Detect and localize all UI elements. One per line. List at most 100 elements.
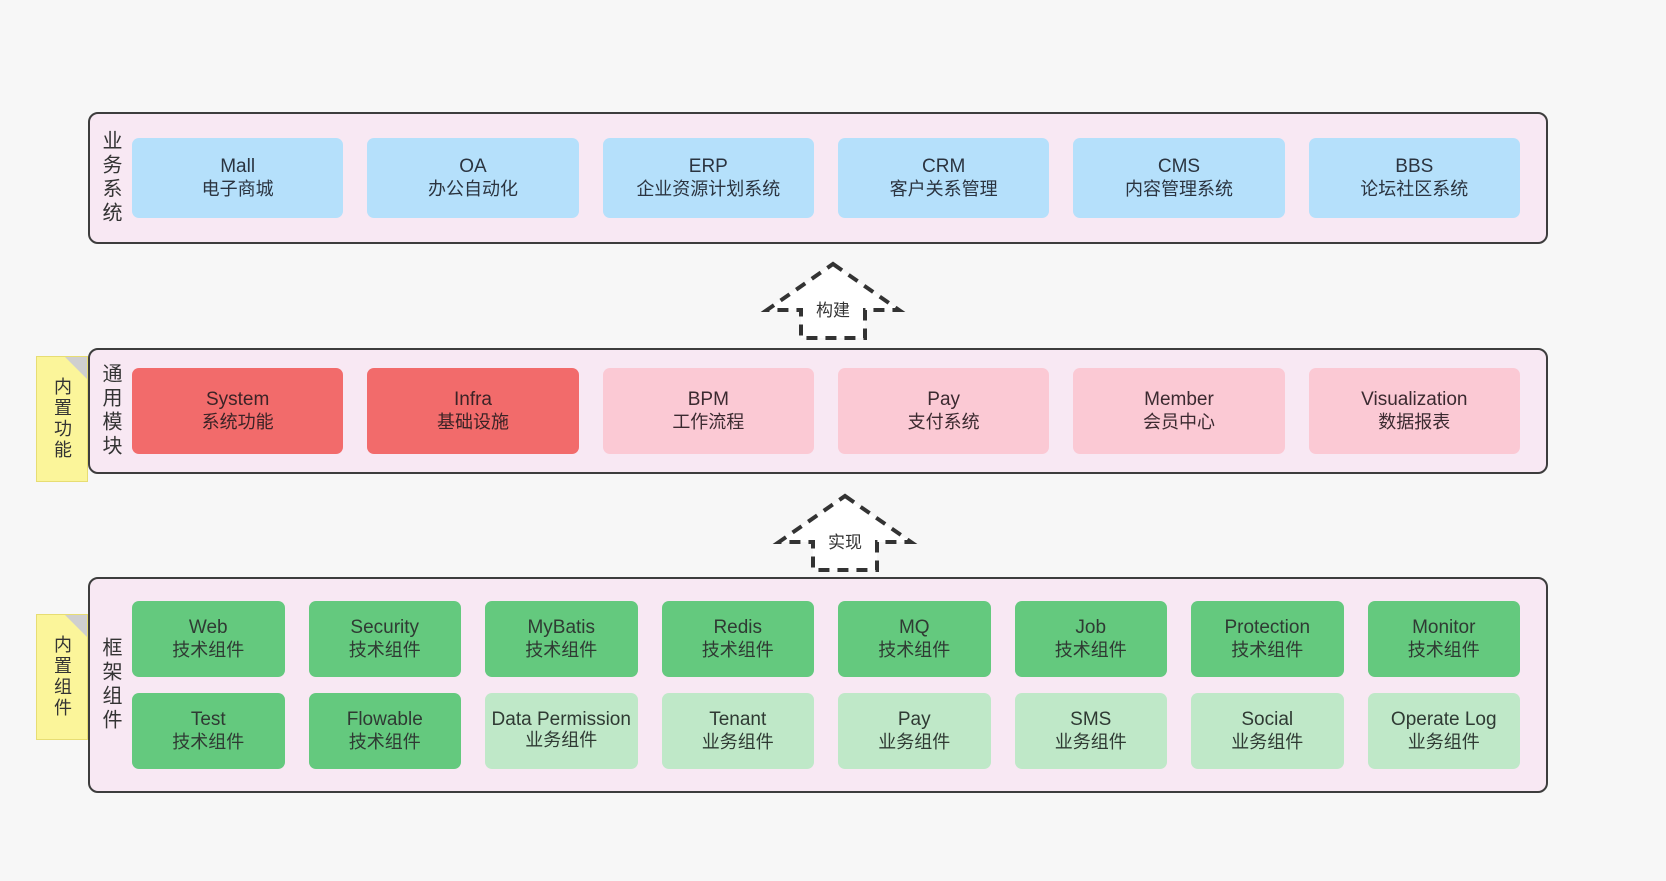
card-title-en: System [205, 389, 270, 411]
layer-title-common-module: 通用模块 [99, 363, 121, 459]
card-title-cn: 技术组件 [348, 639, 421, 660]
card-title-cn: 技术组件 [172, 731, 245, 752]
card-title-cn: 电子商城 [201, 178, 274, 199]
card-grid-framework: Web 技术组件 Security 技术组件 MyBatis 技术组件 Redi… [132, 601, 1546, 769]
card-title-cn: 技术组件 [525, 639, 598, 660]
card-title-cn: 技术组件 [1407, 639, 1480, 660]
card-title-cn: 技术组件 [348, 731, 421, 752]
folded-corner-icon [65, 357, 87, 379]
layer-business-system: 业务系统 Mall 电子商城 OA 办公自动化 ERP 企业资源计划系统 CRM [88, 112, 1548, 244]
card-title-en: Pay [927, 389, 961, 411]
card-operate-log[interactable]: Operate Log 业务组件 [1367, 693, 1520, 769]
card-title-en: BBS [1395, 156, 1434, 178]
card-title-en: CRM [922, 156, 966, 178]
card-cms[interactable]: CMS 内容管理系统 [1073, 138, 1285, 218]
layer-body-common-module: System 系统功能 Infra 基础设施 BPM 工作流程 Pay 支付系统… [128, 350, 1546, 472]
arrow-implement-label: 实现 [828, 533, 862, 552]
folded-corner-icon [65, 615, 87, 637]
card-title-en: Flowable [346, 709, 423, 731]
card-title-cn: 工作流程 [672, 411, 745, 432]
layer-body-business-system: Mall 电子商城 OA 办公自动化 ERP 企业资源计划系统 CRM 客户关系… [128, 114, 1546, 242]
card-redis[interactable]: Redis 技术组件 [661, 601, 814, 677]
card-sms[interactable]: SMS 业务组件 [1014, 693, 1167, 769]
card-title-en: BPM [687, 389, 729, 411]
card-title-en: CMS [1157, 156, 1201, 178]
card-test[interactable]: Test 技术组件 [132, 693, 285, 769]
card-title-cn: 论坛社区系统 [1360, 178, 1469, 199]
layer-title-framework-component: 框架组件 [99, 637, 121, 733]
layer-framework-component: 框架组件 Web 技术组件 Security 技术组件 MyBatis 技术组件 [88, 577, 1548, 793]
arrow-build-icon [760, 261, 906, 340]
card-title-cn: 办公自动化 [427, 178, 518, 199]
card-job[interactable]: Job 技术组件 [1014, 601, 1167, 677]
card-title-en: Operate Log [1390, 709, 1497, 731]
card-title-cn: 会员中心 [1142, 411, 1215, 432]
card-row-common: System 系统功能 Infra 基础设施 BPM 工作流程 Pay 支付系统… [132, 368, 1546, 454]
card-tenant[interactable]: Tenant 业务组件 [661, 693, 814, 769]
card-title-cn: 技术组件 [172, 639, 245, 660]
arrow-build-label: 构建 [816, 301, 850, 320]
card-bpm[interactable]: BPM 工作流程 [602, 368, 814, 454]
card-title-cn: 业务组件 [1231, 731, 1304, 752]
card-title-cn: 技术组件 [878, 639, 951, 660]
arrow-implement: 实现 [770, 490, 920, 576]
card-title-cn: 技术组件 [701, 639, 774, 660]
card-title-cn: 业务组件 [525, 730, 598, 751]
card-oa[interactable]: OA 办公自动化 [367, 138, 579, 218]
card-title-cn: 客户关系管理 [889, 178, 998, 199]
card-title-cn: 技术组件 [1054, 639, 1127, 660]
card-title-en: MQ [898, 617, 930, 639]
card-title-en: Test [190, 709, 226, 731]
card-crm[interactable]: CRM 客户关系管理 [837, 138, 1050, 218]
card-title-cn: 数据报表 [1378, 411, 1451, 432]
card-title-en: Social [1241, 709, 1294, 731]
card-title-en: SMS [1070, 709, 1112, 731]
card-title-en: MyBatis [527, 617, 596, 639]
card-title-cn: 企业资源计划系统 [636, 178, 781, 199]
card-title-cn: 业务组件 [878, 731, 951, 752]
card-row-tech: Web 技术组件 Security 技术组件 MyBatis 技术组件 Redi… [132, 601, 1520, 677]
card-title-en: Tenant [709, 709, 767, 731]
card-web[interactable]: Web 技术组件 [132, 601, 285, 677]
card-data-permission[interactable]: Data Permission 业务组件 [485, 693, 638, 769]
card-member[interactable]: Member 会员中心 [1073, 368, 1285, 454]
card-title-en: Visualization [1361, 389, 1468, 411]
card-title-cn: 支付系统 [907, 411, 980, 432]
card-title-en: Job [1075, 617, 1107, 639]
card-infra[interactable]: Infra 基础设施 [367, 368, 579, 454]
card-title-en: Mall [220, 156, 256, 178]
card-title-en: OA [459, 156, 487, 178]
card-title-en: Redis [713, 617, 763, 639]
card-system[interactable]: System 系统功能 [132, 368, 344, 454]
layer-body-framework-component: Web 技术组件 Security 技术组件 MyBatis 技术组件 Redi… [128, 579, 1546, 791]
card-row-business-component: Test 技术组件 Flowable 技术组件 Data Permission … [132, 693, 1520, 769]
card-protection[interactable]: Protection 技术组件 [1191, 601, 1344, 677]
card-title-en: Security [350, 617, 420, 639]
card-pay-component[interactable]: Pay 业务组件 [838, 693, 991, 769]
card-title-cn: 内容管理系统 [1124, 178, 1233, 199]
card-title-cn: 业务组件 [701, 731, 774, 752]
card-security[interactable]: Security 技术组件 [308, 601, 461, 677]
card-mq[interactable]: MQ 技术组件 [838, 601, 991, 677]
card-social[interactable]: Social 业务组件 [1191, 693, 1344, 769]
card-title-en: Pay [897, 709, 931, 731]
card-title-cn: 基础设施 [436, 411, 509, 432]
sticky-note-builtin-feature: 内置功能 [36, 356, 88, 482]
card-pay[interactable]: Pay 支付系统 [837, 368, 1050, 454]
arrow-build: 构建 [758, 258, 908, 344]
card-mall[interactable]: Mall 电子商城 [132, 138, 344, 218]
sticky-note-label: 内置功能 [52, 377, 72, 461]
card-bbs[interactable]: BBS 论坛社区系统 [1308, 138, 1520, 218]
card-visualization[interactable]: Visualization 数据报表 [1308, 368, 1520, 454]
card-title-en: Data Permission [491, 708, 631, 730]
card-flowable[interactable]: Flowable 技术组件 [308, 693, 461, 769]
card-title-cn: 业务组件 [1054, 731, 1127, 752]
sticky-note-label: 内置组件 [52, 635, 72, 719]
card-title-cn: 系统功能 [201, 411, 274, 432]
card-monitor[interactable]: Monitor 技术组件 [1367, 601, 1520, 677]
card-erp[interactable]: ERP 企业资源计划系统 [602, 138, 814, 218]
card-title-en: ERP [688, 156, 728, 178]
card-row-business: Mall 电子商城 OA 办公自动化 ERP 企业资源计划系统 CRM 客户关系… [132, 138, 1546, 218]
card-mybatis[interactable]: MyBatis 技术组件 [485, 601, 638, 677]
